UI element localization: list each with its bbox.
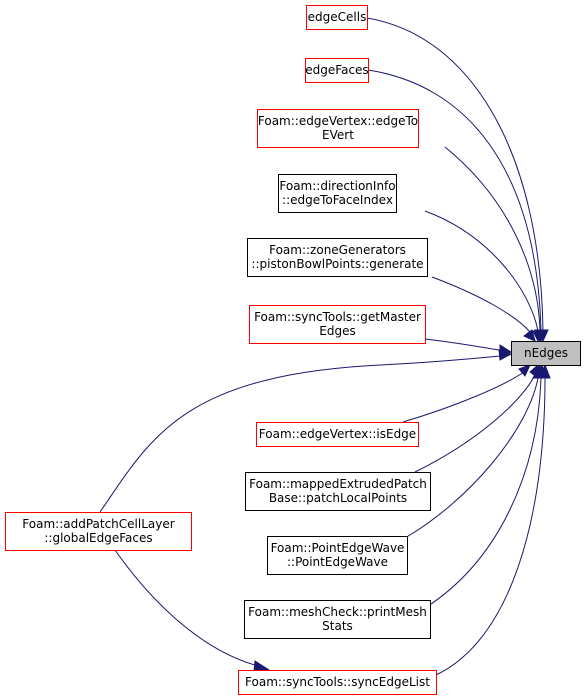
node-label: edgeCells [308, 10, 367, 24]
node-syncEdgeList[interactable]: Foam::syncTools::syncEdgeList [238, 670, 437, 695]
edge-patchLocalPoints-to-nEdges [414, 363, 539, 473]
edge-printMeshStats-to-nEdges [424, 363, 547, 609]
node-patchLocalPoints[interactable]: Foam::mappedExtrudedPatchBase::patchLoca… [245, 472, 431, 511]
node-globalEdgeFaces[interactable]: Foam::addPatchCellLayer::globalEdgeFaces [5, 512, 192, 551]
edge-edgeToEVert-to-nEdges [444, 146, 546, 343]
node-label: Foam::mappedExtrudedPatch [249, 477, 427, 491]
node-box[interactable] [278, 174, 397, 213]
node-label: Foam::zoneGenerators [269, 243, 406, 257]
node-box[interactable] [244, 600, 431, 639]
node-target-nEdges: nEdges [511, 341, 581, 366]
node-label: ::edgeToFaceIndex [282, 193, 393, 207]
node-box[interactable] [256, 422, 419, 447]
node-box [511, 341, 581, 366]
arrowhead [518, 364, 531, 377]
edge-line [414, 374, 536, 473]
node-PointEdgeWave[interactable]: Foam::PointEdgeWave::PointEdgeWave [267, 536, 408, 575]
edge-line [404, 377, 539, 539]
node-box[interactable] [5, 512, 192, 551]
node-box[interactable] [305, 58, 369, 83]
node-edgeCells[interactable]: edgeCells [306, 5, 368, 30]
node-label: Foam::meshCheck::printMesh [248, 605, 427, 619]
node-generate[interactable]: Foam::zoneGenerators::pistonBowlPoints::… [247, 238, 428, 277]
node-box[interactable] [247, 238, 428, 277]
node-box[interactable] [238, 670, 437, 695]
node-label: Foam::syncTools::syncEdgeList [245, 675, 430, 689]
nodes-layer: edgeCellsedgeFacesFoam::edgeVertex::edge… [5, 5, 581, 695]
node-label: ::pistonBowlPoints::generate [251, 257, 423, 271]
node-label: Edges [319, 324, 355, 338]
edge-isEdge-to-nEdges [402, 364, 531, 423]
arrowhead [532, 330, 544, 343]
node-label: ::PointEdgeWave [287, 555, 388, 569]
node-box[interactable] [249, 305, 426, 344]
edge-line [424, 210, 539, 332]
edge-generate-to-nEdges [431, 276, 536, 342]
arrowhead [539, 363, 551, 379]
edge-syncEdgeList-to-nEdges [435, 363, 551, 676]
edge-line [424, 338, 501, 351]
edge-line [402, 371, 525, 423]
arrowhead [523, 329, 536, 342]
node-label: Foam::syncTools::getMaster [254, 310, 421, 324]
node-label: Base::patchLocalPoints [269, 491, 407, 505]
edge-line [114, 549, 259, 667]
node-label: EVert [322, 128, 354, 142]
arrowhead [253, 660, 271, 672]
node-box[interactable] [306, 5, 368, 30]
node-isEdge[interactable]: Foam::edgeVertex::isEdge [256, 422, 419, 447]
node-label: edgeFaces [305, 63, 368, 77]
node-label: Foam::directionInfo [279, 179, 395, 193]
edge-getMasterEdges-to-nEdges [424, 338, 513, 357]
edge-line [99, 354, 511, 513]
edge-PointEdgeWave-to-nEdges [404, 363, 544, 539]
node-label: ::globalEdgeFaces [44, 531, 152, 545]
node-label: Foam::addPatchCellLayer [22, 517, 174, 531]
edge-line [366, 17, 544, 331]
node-label: Foam::edgeVertex::isEdge [259, 427, 416, 441]
edge-globalEdgeFaces-to-nEdges [99, 349, 513, 513]
edge-line [424, 377, 542, 609]
arrowhead [498, 349, 513, 361]
node-label: Foam::PointEdgeWave [271, 541, 405, 555]
node-box[interactable] [245, 472, 431, 511]
node-box[interactable] [257, 109, 419, 148]
node-box[interactable] [267, 536, 408, 575]
node-edgeToFaceIndex[interactable]: Foam::directionInfo::edgeToFaceIndex [278, 174, 397, 213]
node-label: Stats [322, 619, 353, 633]
edge-line [431, 276, 531, 333]
node-label: Foam::edgeVertex::edgeTo [258, 114, 418, 128]
node-label: nEdges [524, 346, 568, 360]
edge-line [435, 377, 546, 676]
edge-line [444, 146, 541, 331]
edge-line [367, 69, 542, 331]
edge-edgeToFaceIndex-to-nEdges [424, 210, 544, 343]
node-edgeFaces[interactable]: edgeFaces [305, 58, 369, 83]
